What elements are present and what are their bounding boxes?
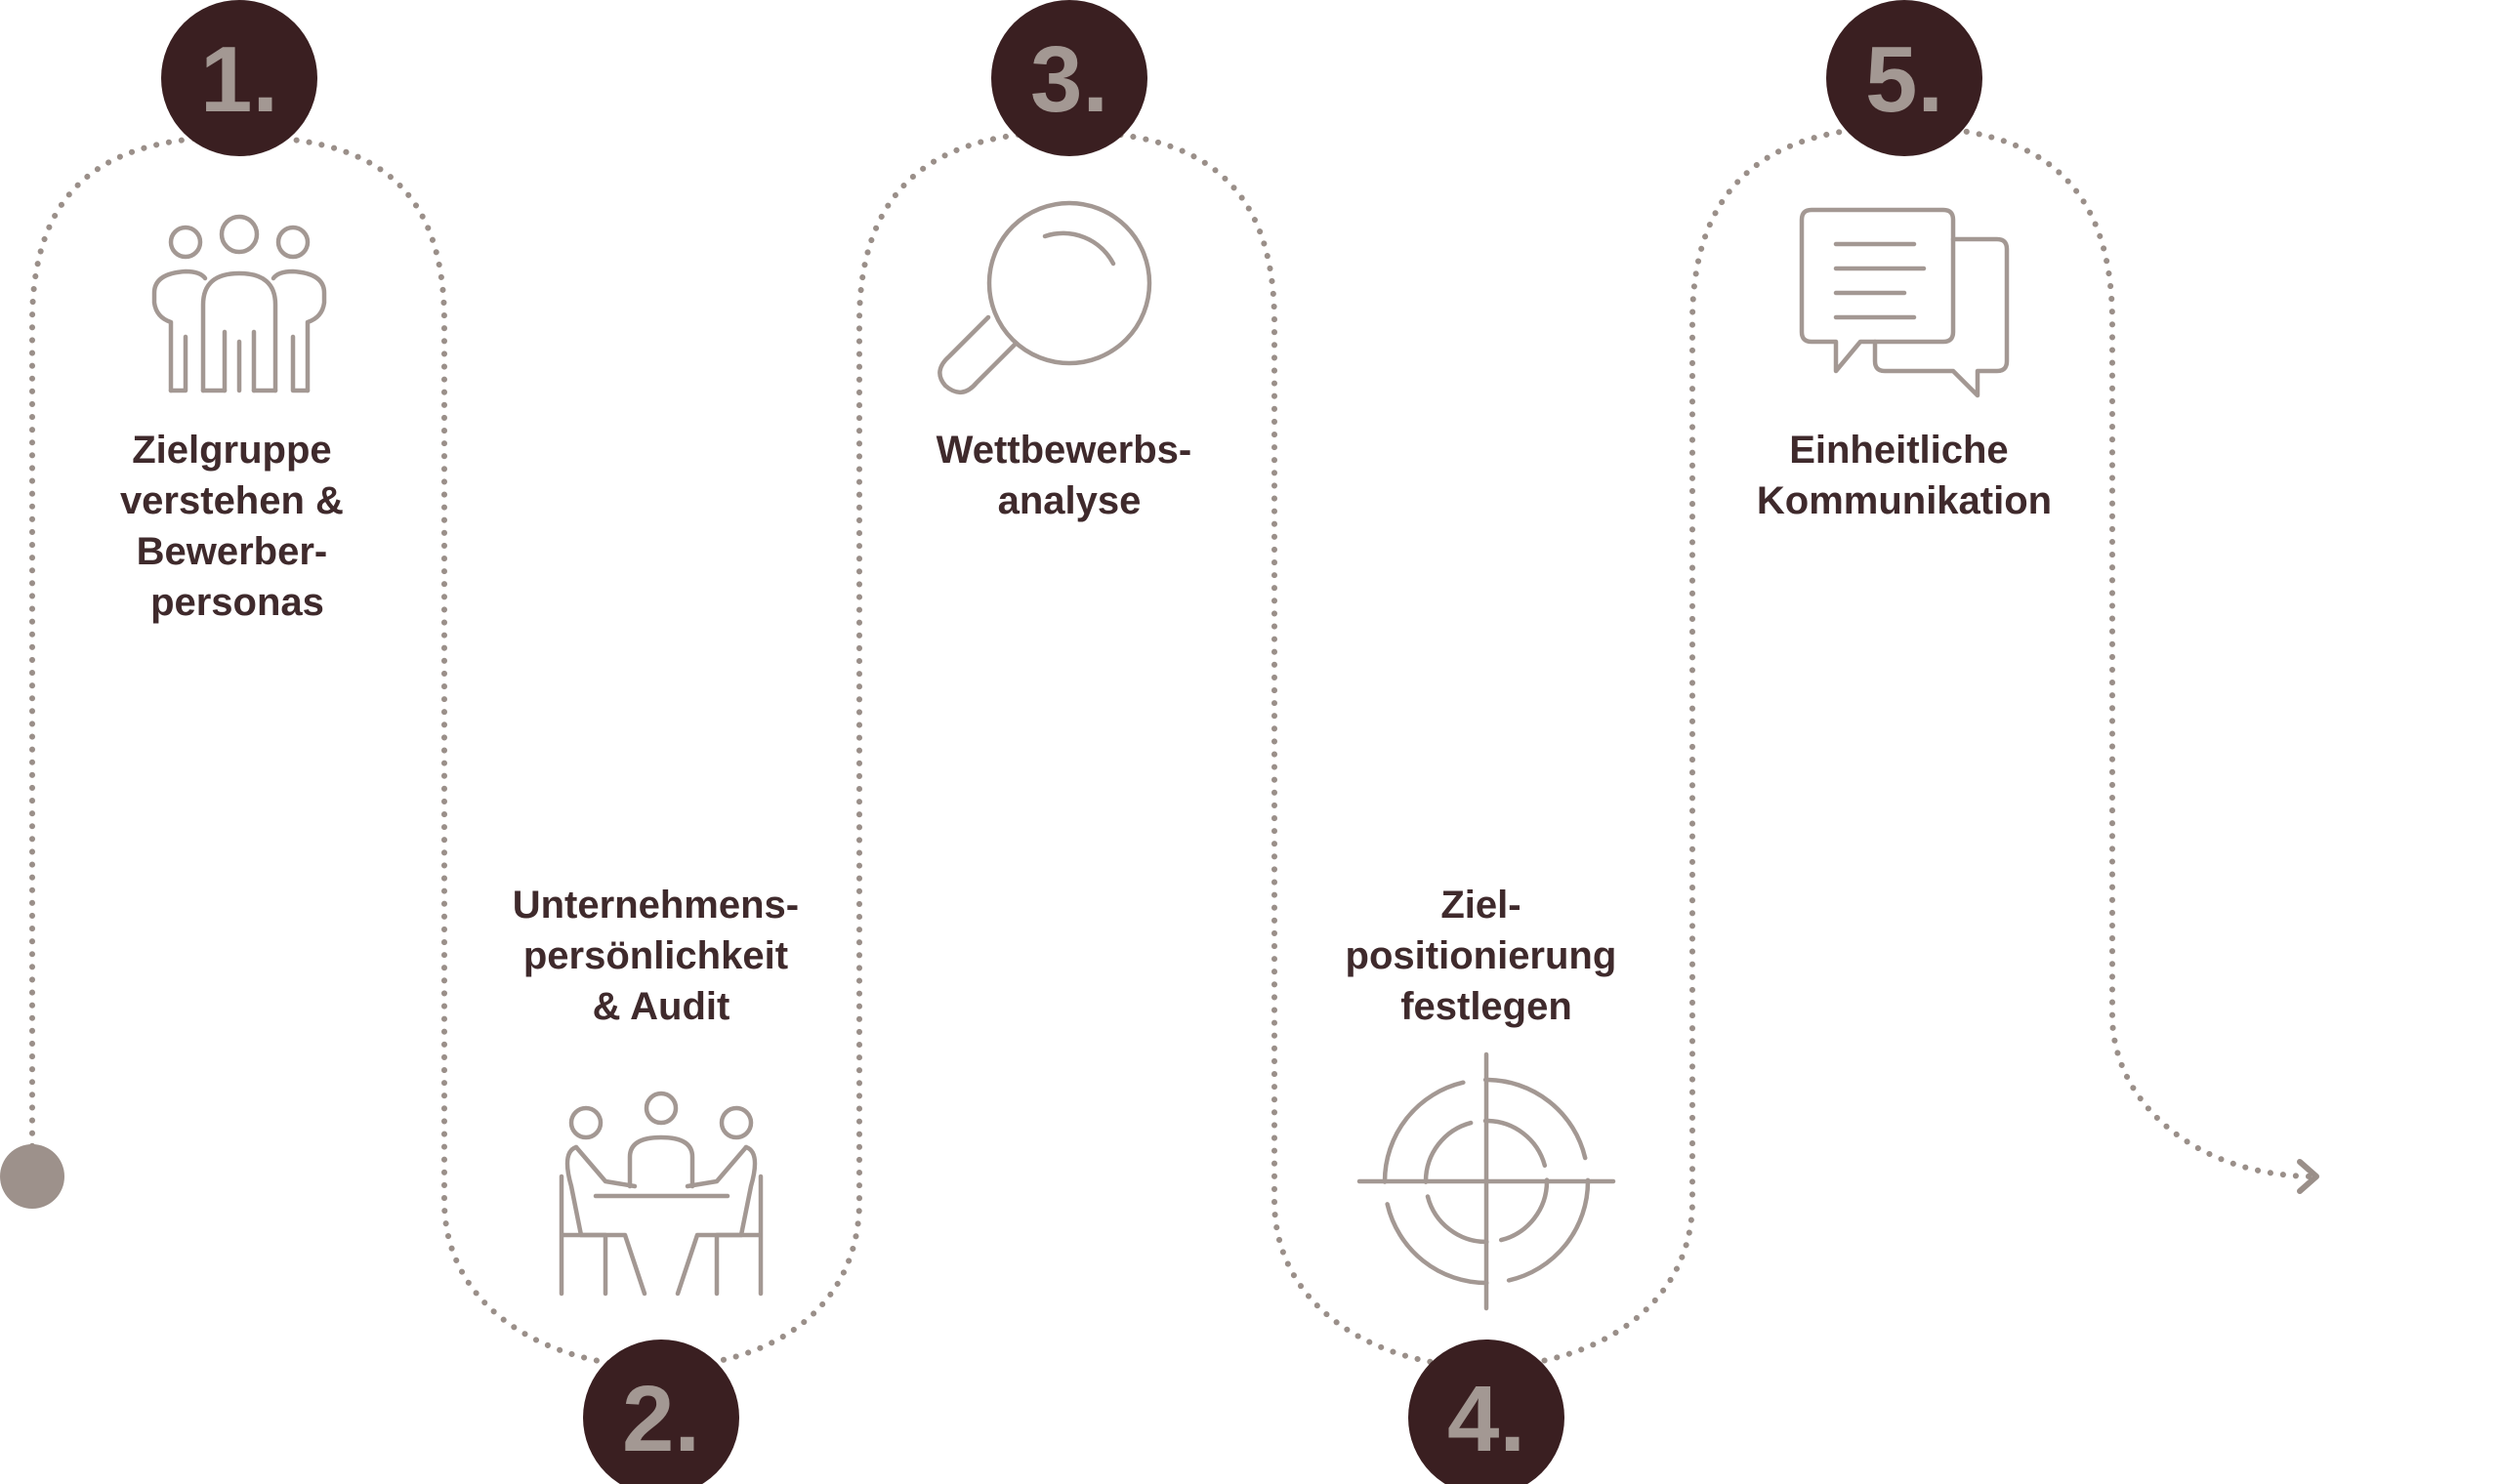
target-icon	[1356, 1051, 1616, 1311]
path-start-dot	[0, 1144, 64, 1209]
meeting-icon	[559, 1091, 764, 1297]
step-1-badge	[161, 0, 317, 156]
step-2-number: 2.	[622, 1367, 700, 1471]
step-1: 1. Zielgruppe verstehen & Bewerber- pers…	[120, 0, 354, 624]
chat-icon	[1799, 207, 2010, 398]
step-2-badge	[583, 1340, 739, 1484]
step-5-badge	[1826, 0, 1982, 156]
path-arrow-icon	[2297, 1159, 2319, 1194]
step-3-badge	[991, 0, 1147, 156]
step-4-number: 4.	[1447, 1367, 1525, 1471]
group-icon	[151, 214, 327, 393]
step-2: 2. Unternehmens- persönlichkeit & Audit	[513, 884, 811, 1484]
step-1-label: Zielgruppe verstehen & Bewerber- persona…	[120, 429, 354, 624]
step-4-badge	[1408, 1340, 1564, 1484]
step-3-label: Wettbewerbs- analyse	[937, 429, 1203, 522]
process-path	[29, 123, 2317, 1371]
step-3-number: 3.	[1030, 27, 1108, 132]
step-2-label: Unternehmens- persönlichkeit & Audit	[513, 884, 811, 1028]
step-5: 5. Einheitliche Kommunikation	[1757, 0, 2052, 522]
step-1-number: 1.	[200, 27, 278, 132]
step-5-number: 5.	[1865, 27, 1943, 132]
step-4: 4. Ziel- positionierung festlegen	[1346, 884, 1628, 1484]
step-4-label: Ziel- positionierung festlegen	[1346, 884, 1628, 1028]
step-3: 3. Wettbewerbs- analyse	[937, 0, 1203, 522]
step-5-label: Einheitliche Kommunikation	[1757, 429, 2052, 522]
magnifier-icon	[938, 200, 1152, 394]
